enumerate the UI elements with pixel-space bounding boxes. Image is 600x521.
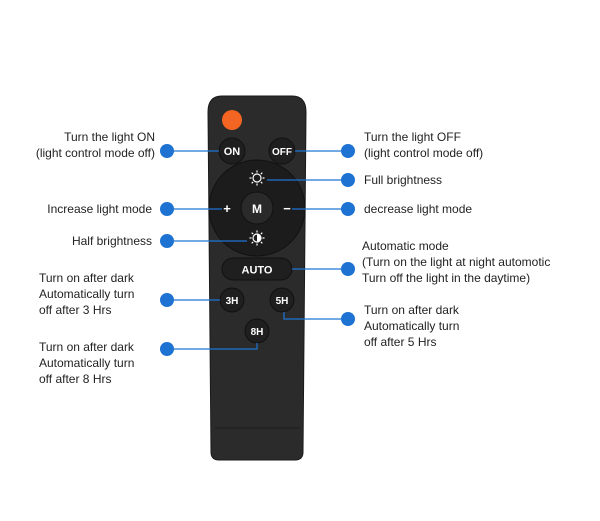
callout-dot-decrease [341, 202, 355, 216]
label-full-brightness: Full brightness [364, 173, 443, 187]
on-button[interactable]: ON [218, 137, 246, 165]
callout-dot-3h [160, 293, 174, 307]
auto-button[interactable]: AUTO [221, 257, 293, 281]
mode-button[interactable]: M [240, 191, 274, 225]
timer-5h-button[interactable]: 5H [269, 287, 295, 313]
label-5h: Turn on after dark Automatically turn of… [364, 303, 460, 349]
callout-lines [168, 150, 348, 350]
timer-3h-label: 3H [226, 296, 239, 307]
mode-button-label: M [252, 202, 262, 216]
off-button-label: OFF [272, 147, 292, 158]
callout-dot-5h [341, 312, 355, 326]
on-button-label: ON [224, 146, 241, 158]
callout-dot-increase [160, 202, 174, 216]
off-button[interactable]: OFF [268, 137, 296, 165]
full-brightness-button[interactable] [247, 168, 267, 188]
timer-8h-button[interactable]: 8H [244, 318, 270, 344]
label-decrease: decrease light mode [364, 202, 473, 216]
label-auto: Automatic mode (Turn on the light at nig… [362, 239, 551, 285]
half-brightness-button[interactable] [247, 228, 267, 248]
timer-3h-button[interactable]: 3H [219, 287, 245, 313]
label-3h: Turn on after dark Automatically turn of… [39, 271, 135, 317]
label-increase: Increase light mode [47, 202, 152, 216]
mode-dpad: + − M [208, 159, 306, 257]
remote-control: ON OFF [207, 95, 307, 461]
timer-5h-label: 5H [276, 296, 289, 307]
label-on: Turn the light ON (light control mode of… [35, 130, 155, 160]
callout-dot-on [160, 144, 174, 158]
callout-dot-8h [160, 342, 174, 356]
callout-dot-auto [341, 262, 355, 276]
power-indicator-icon [222, 110, 242, 130]
callout-dot-off [341, 144, 355, 158]
label-off: Turn the light OFF (light control mode o… [364, 130, 484, 160]
sun-half-icon [249, 230, 265, 246]
callout-dot-full [341, 173, 355, 187]
auto-button-label: AUTO [242, 265, 273, 277]
timer-8h-label: 8H [251, 327, 264, 338]
increase-button[interactable]: + [223, 201, 231, 216]
callout-dots [160, 144, 355, 356]
decrease-button[interactable]: − [283, 201, 291, 216]
label-half-brightness: Half brightness [71, 234, 152, 248]
sun-full-icon [249, 170, 265, 186]
callout-dot-half [160, 234, 174, 248]
label-8h: Turn on after dark Automatically turn of… [39, 340, 135, 386]
